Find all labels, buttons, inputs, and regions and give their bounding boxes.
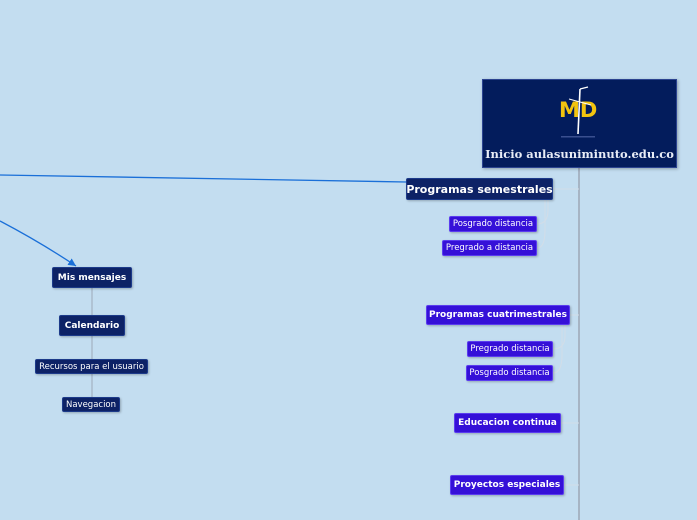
md-logo-icon: MD	[559, 86, 597, 138]
cuat-posgrado-distancia-node[interactable]: Posgrado distancia	[466, 365, 553, 381]
educacion-continua-node[interactable]: Educacion continua	[454, 413, 561, 433]
mis-mensajes-node[interactable]: Mis mensajes	[52, 267, 132, 288]
calendario-node[interactable]: Calendario	[59, 315, 125, 336]
connector-cuat-child-2	[552, 324, 563, 374]
connector-sem-child-2	[536, 198, 546, 249]
navegacion-node[interactable]: Navegacion	[62, 397, 120, 412]
programas-semestrales-node[interactable]: Programas semestrales	[406, 178, 553, 200]
relationship-arrow-mensajes	[0, 220, 77, 267]
sem-pregrado-distancia-node[interactable]: Pregrado a distancia	[442, 240, 537, 256]
recursos-usuario-node[interactable]: Recursos para el usuario	[35, 359, 148, 374]
programas-cuatrimestrales-node[interactable]: Programas cuatrimestrales	[426, 305, 570, 325]
relationship-line-programas	[0, 174, 407, 183]
cuat-pregrado-distancia-node[interactable]: Pregrado distancia	[467, 341, 553, 357]
root-title: Inicio aulasuniminuto.edu.co	[485, 147, 674, 161]
connector-cuat-child-1	[552, 324, 566, 350]
sem-posgrado-distancia-node[interactable]: Posgrado distancia	[449, 216, 537, 232]
connector-sem-child-1	[536, 198, 549, 225]
root-node[interactable]: Inicio aulasuniminuto.edu.co	[482, 79, 677, 168]
proyectos-especiales-node[interactable]: Proyectos especiales	[450, 475, 564, 495]
